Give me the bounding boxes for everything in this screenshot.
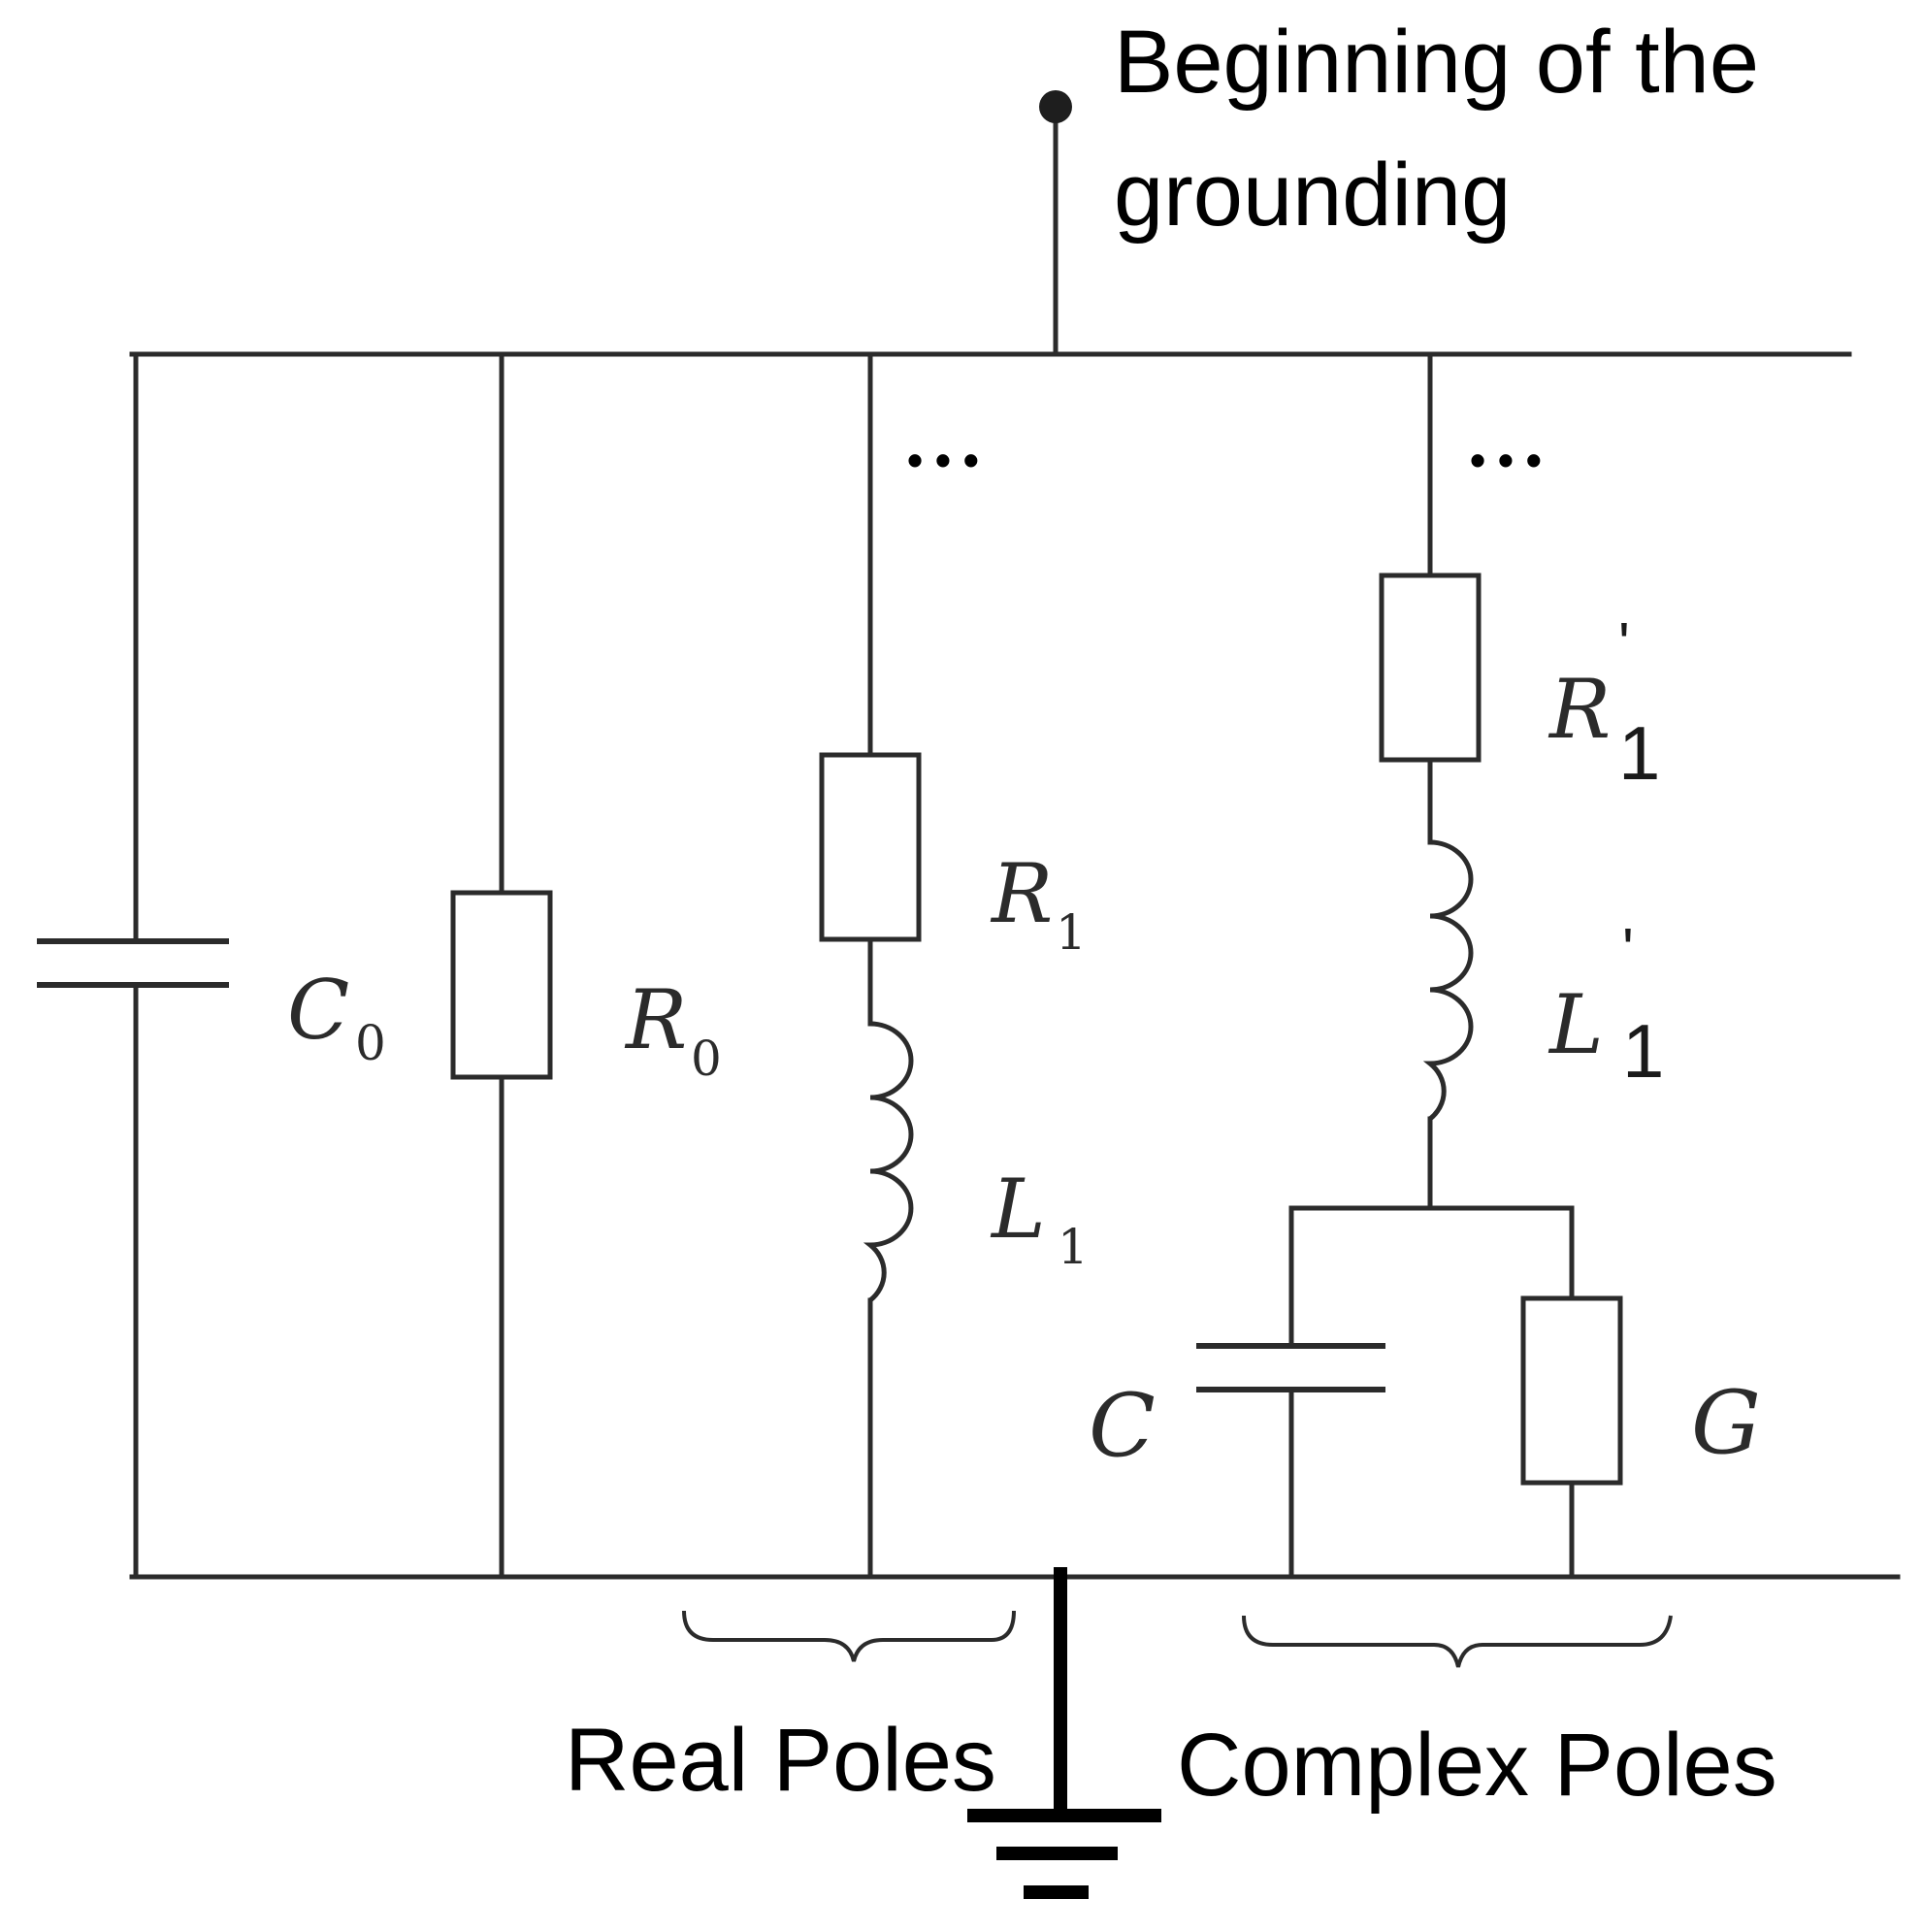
svg-text:L: L	[1547, 977, 1604, 1072]
inductor-l1	[863, 1021, 914, 1302]
real-poles-brace	[682, 1610, 1016, 1662]
complex-pole-branch	[1196, 351, 1623, 1580]
label-c0: C 0	[287, 963, 386, 1071]
complex-poles-label: Complex Poles	[1177, 1716, 1777, 1815]
svg-text:L: L	[990, 1162, 1046, 1257]
complex-poles-ellipsis: • • •	[1470, 435, 1542, 485]
inductor-l1-prime	[1422, 839, 1474, 1121]
conductance-g	[1520, 1295, 1623, 1486]
svg-text:1: 1	[1056, 904, 1087, 961]
svg-text:1: 1	[1622, 1008, 1664, 1094]
label-r1: R 1	[990, 846, 1087, 961]
svg-text:1: 1	[1618, 710, 1660, 796]
real-poles-ellipsis: • • •	[907, 435, 979, 485]
svg-text:C: C	[287, 963, 349, 1058]
svg-text:G: G	[1691, 1372, 1761, 1474]
svg-text:0: 0	[691, 1031, 722, 1087]
label-l1-prime: L 1 '	[1547, 917, 1664, 1094]
resistor-r1-prime	[1379, 573, 1482, 763]
real-poles-label: Real Poles	[565, 1711, 996, 1810]
ground-icon	[967, 1567, 1161, 1899]
terminal-label-line2: grounding	[1114, 146, 1511, 245]
svg-text:1: 1	[1058, 1219, 1089, 1275]
svg-text:R: R	[1547, 662, 1611, 757]
label-g: G	[1691, 1372, 1761, 1474]
svg-text:0: 0	[355, 1015, 386, 1071]
terminal-label-line1: Beginning of the	[1114, 13, 1759, 112]
svg-text:': '	[1622, 917, 1634, 984]
svg-text:R: R	[990, 846, 1053, 941]
label-r0: R 0	[624, 972, 722, 1087]
label-c: C	[1089, 1375, 1156, 1477]
resistor-r1	[819, 752, 922, 942]
svg-text:R: R	[624, 972, 687, 1067]
terminal-node	[1039, 90, 1072, 357]
real-pole-branch	[819, 351, 922, 1580]
complex-poles-brace	[1242, 1615, 1673, 1668]
label-l1: L 1	[990, 1162, 1089, 1275]
resistor-r0	[450, 351, 553, 1580]
label-r1-prime: R 1 '	[1547, 611, 1660, 796]
capacitor-c0	[37, 351, 229, 1580]
svg-text:': '	[1618, 611, 1630, 678]
svg-text:C: C	[1089, 1375, 1156, 1477]
